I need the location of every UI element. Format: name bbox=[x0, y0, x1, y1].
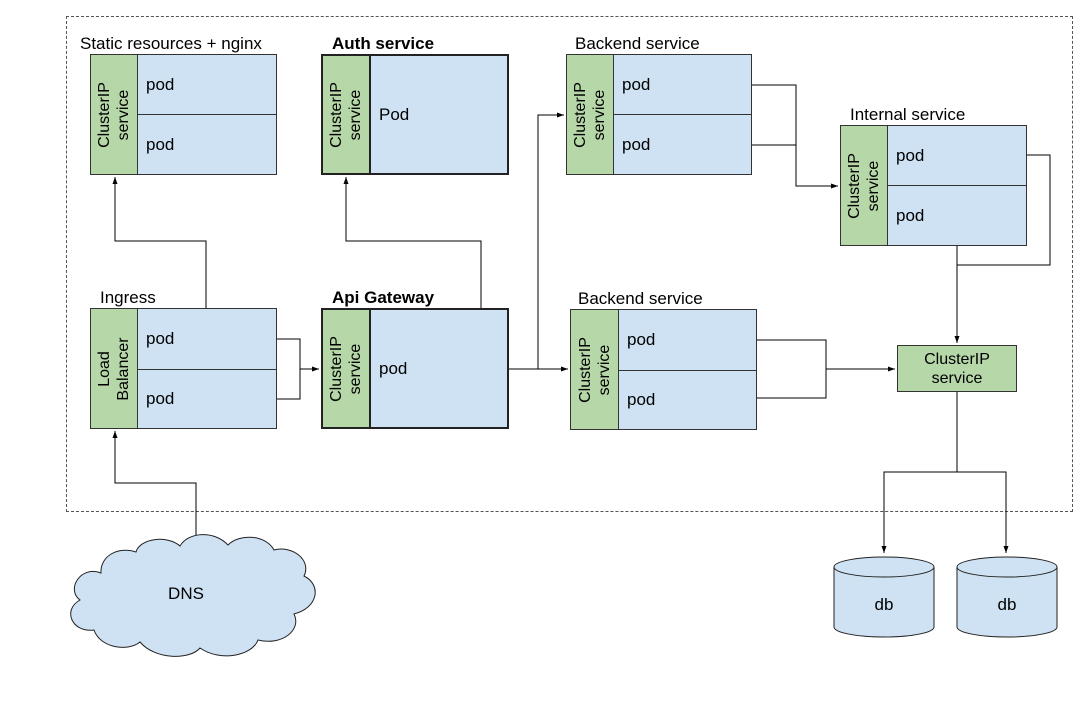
static-pod-2: pod bbox=[146, 134, 175, 154]
backend-top-pods-connector bbox=[752, 84, 838, 189]
ingress-pod-2: pod bbox=[146, 389, 175, 408]
database-2-label: db bbox=[997, 595, 1017, 614]
backend-top-title: Backend service bbox=[575, 34, 700, 53]
gateway-pod: pod bbox=[379, 358, 408, 378]
auth-pod: Pod bbox=[379, 104, 410, 124]
internal-pods-connector bbox=[957, 154, 1051, 266]
backend-bottom-pod-1: pod bbox=[619, 310, 756, 371]
static-pod-1: pod bbox=[138, 55, 276, 115]
dns-cloud-icon bbox=[70, 534, 316, 657]
ingress-pod-1: pod bbox=[138, 309, 276, 370]
dns-to-ingress-connector bbox=[112, 431, 197, 545]
db-service-to-db2 bbox=[957, 471, 1009, 553]
ingress-title: Ingress bbox=[100, 288, 156, 307]
database-1-icon bbox=[833, 556, 935, 638]
db-service-trunk bbox=[881, 392, 958, 553]
auth-service-title: Auth service bbox=[332, 34, 435, 53]
backend-bottom-pod-2: pod bbox=[627, 390, 656, 409]
database-2-icon bbox=[956, 556, 1058, 638]
dns-label: DNS bbox=[168, 584, 204, 603]
internal-pod-1: pod bbox=[888, 126, 1026, 186]
gateway-to-auth-connector bbox=[343, 177, 482, 308]
db-service-label-line: ClusterIP bbox=[924, 350, 990, 368]
ingress-pods-to-gateway-connector bbox=[277, 338, 301, 400]
db-service-label-line: service bbox=[931, 369, 983, 387]
database-1-label: db bbox=[874, 595, 894, 614]
backend-top-pod-2: pod bbox=[622, 134, 651, 154]
backend-bottom-pods-connector bbox=[757, 339, 827, 399]
db-clusterip-service: ClusterIP service bbox=[897, 345, 1017, 392]
internal-service-title: Internal service bbox=[850, 105, 966, 124]
backend-top-pod-1: pod bbox=[614, 55, 751, 115]
gateway-to-backend-top-connector bbox=[537, 112, 564, 369]
internal-pod-2: pod bbox=[896, 205, 925, 225]
static-resources-title: Static resources + nginx bbox=[80, 34, 262, 53]
backend-bottom-title: Backend service bbox=[578, 289, 703, 308]
cluster-boundary bbox=[66, 16, 1073, 512]
api-gateway-title: Api Gateway bbox=[332, 288, 435, 307]
ingress-to-static-connector bbox=[112, 177, 207, 308]
